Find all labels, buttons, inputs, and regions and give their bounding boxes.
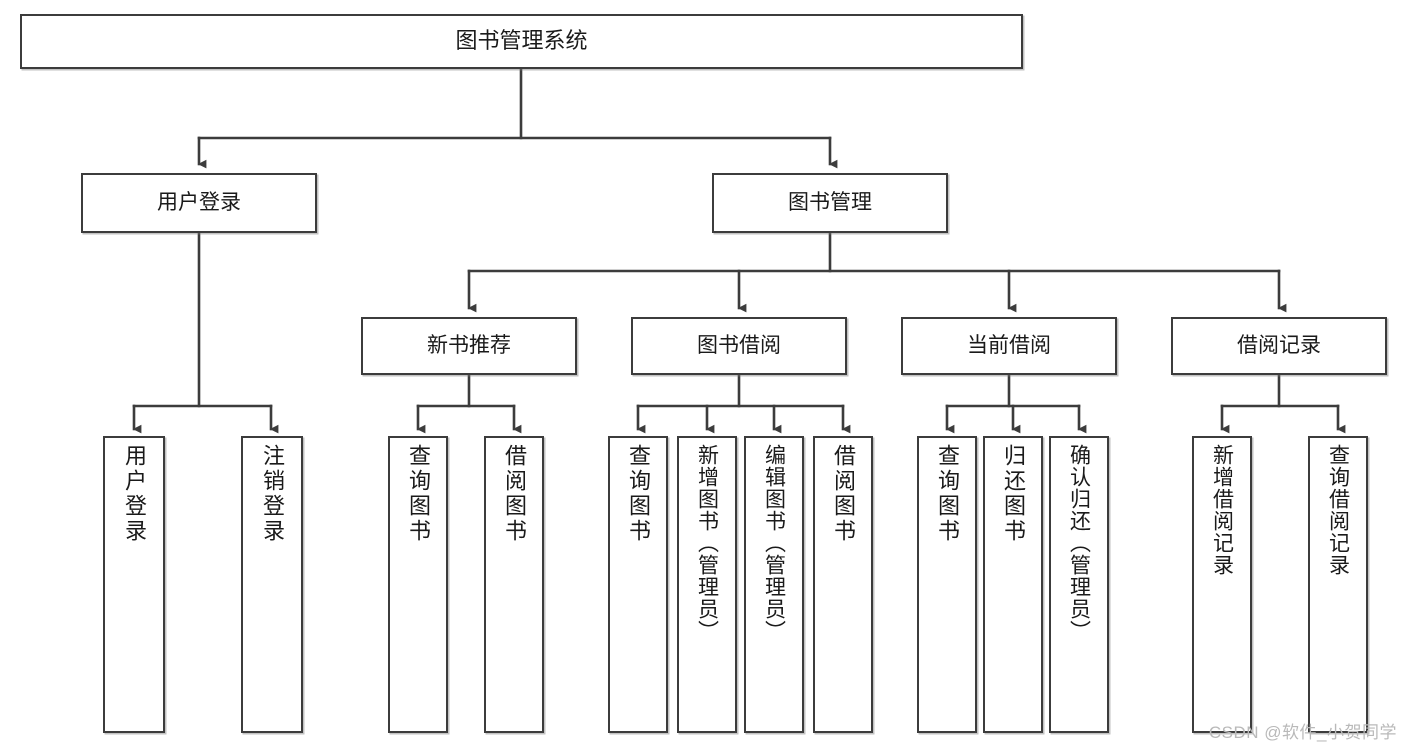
node-root-book-management-system[interactable]: 图书管理系统 <box>20 14 1023 69</box>
node-book-management[interactable]: 图书管理 <box>712 173 948 233</box>
node-label: 编辑图书（管理员） <box>762 444 786 642</box>
node-label: 当前借阅 <box>967 334 1051 358</box>
node-label: 查询图书 <box>406 444 431 544</box>
node-new-book-recommend[interactable]: 新书推荐 <box>361 317 577 375</box>
leaf-confirm-return-admin[interactable]: 确认归还（管理员） <box>1049 436 1109 733</box>
leaf-query-book-borrow[interactable]: 查询图书 <box>608 436 668 733</box>
leaf-user-login[interactable]: 用户登录 <box>103 436 165 733</box>
node-borrow-records[interactable]: 借阅记录 <box>1171 317 1387 375</box>
node-label: 图书管理系统 <box>455 28 588 54</box>
node-label: 借阅图书 <box>502 444 527 544</box>
node-label: 用户登录 <box>157 191 241 215</box>
leaf-add-book-admin[interactable]: 新增图书（管理员） <box>677 436 737 733</box>
leaf-query-book-recommend[interactable]: 查询图书 <box>388 436 448 733</box>
node-label: 新增借阅记录 <box>1210 444 1234 576</box>
node-label: 查询图书 <box>935 444 960 544</box>
leaf-query-borrow-record[interactable]: 查询借阅记录 <box>1308 436 1368 733</box>
node-label: 归还图书 <box>1001 444 1026 544</box>
node-label: 查询图书 <box>626 444 651 544</box>
leaf-return-book[interactable]: 归还图书 <box>983 436 1043 733</box>
node-label: 新增图书（管理员） <box>695 444 719 642</box>
leaf-logout-login[interactable]: 注销登录 <box>241 436 303 733</box>
node-label: 确认归还（管理员） <box>1067 444 1091 642</box>
leaf-edit-book-admin[interactable]: 编辑图书（管理员） <box>744 436 804 733</box>
leaf-query-book-current[interactable]: 查询图书 <box>917 436 977 733</box>
node-label: 图书管理 <box>788 191 872 215</box>
node-label: 新书推荐 <box>427 334 511 358</box>
node-user-login[interactable]: 用户登录 <box>81 173 317 233</box>
leaf-add-borrow-record[interactable]: 新增借阅记录 <box>1192 436 1252 733</box>
node-label: 查询借阅记录 <box>1326 444 1350 576</box>
node-label: 图书借阅 <box>697 334 781 358</box>
node-label: 借阅记录 <box>1237 334 1321 358</box>
node-label: 用户登录 <box>122 444 147 544</box>
leaf-borrow-book-recommend[interactable]: 借阅图书 <box>484 436 544 733</box>
node-label: 注销登录 <box>260 444 285 544</box>
node-book-borrow[interactable]: 图书借阅 <box>631 317 847 375</box>
watermark-text: CSDN @软件_小贺同学 <box>1208 723 1397 742</box>
node-current-borrow[interactable]: 当前借阅 <box>901 317 1117 375</box>
leaf-borrow-book[interactable]: 借阅图书 <box>813 436 873 733</box>
node-label: 借阅图书 <box>831 444 856 544</box>
